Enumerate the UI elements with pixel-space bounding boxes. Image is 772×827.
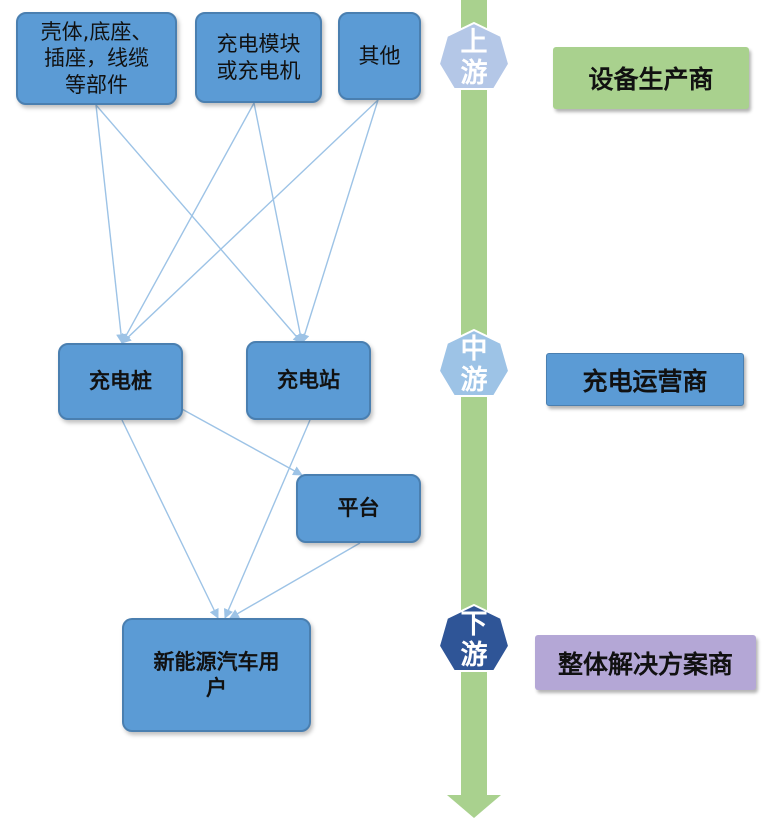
connector-other-to-pile	[121, 99, 379, 344]
connector-shell-to-station	[95, 104, 303, 344]
connector-platform-to-users	[229, 542, 361, 619]
connector-shell-to-pile	[95, 104, 126, 344]
upstream-stage-label: 上 游	[460, 27, 488, 90]
charging-module-node[interactable]: 充电模块 或充电机	[195, 12, 322, 103]
timeline-bar	[461, 0, 487, 795]
downstream-stage-badge	[437, 603, 511, 672]
downstream-role-box[interactable]: 整体解决方案商	[535, 635, 756, 690]
connector-pile-to-users	[121, 419, 219, 619]
upstream-role-box[interactable]: 设备生产商	[553, 47, 749, 109]
downstream-stage-label: 下 游	[460, 609, 488, 672]
midstream-stage-badge	[437, 328, 511, 397]
connector-module-to-station	[253, 102, 306, 344]
midstream-stage-label: 中 游	[460, 334, 488, 397]
other-node[interactable]: 其他	[338, 12, 421, 100]
timeline-arrowhead	[447, 795, 501, 818]
charging-pile-node[interactable]: 充电桩	[58, 343, 183, 420]
midstream-role-box[interactable]: 充电运营商	[546, 353, 744, 406]
ev-users-node[interactable]: 新能源汽车用 户	[122, 618, 311, 732]
connector-module-to-pile	[121, 102, 255, 344]
upstream-stage-badge	[437, 21, 511, 90]
connector-pile-to-platform	[179, 407, 303, 476]
connector-station-to-users	[223, 419, 311, 619]
platform-node[interactable]: 平台	[296, 474, 421, 543]
charging-station-node[interactable]: 充电站	[246, 341, 371, 420]
connector-other-to-station	[299, 99, 379, 344]
shell-parts-node[interactable]: 壳体,底座、 插座，线缆 等部件	[16, 12, 177, 105]
